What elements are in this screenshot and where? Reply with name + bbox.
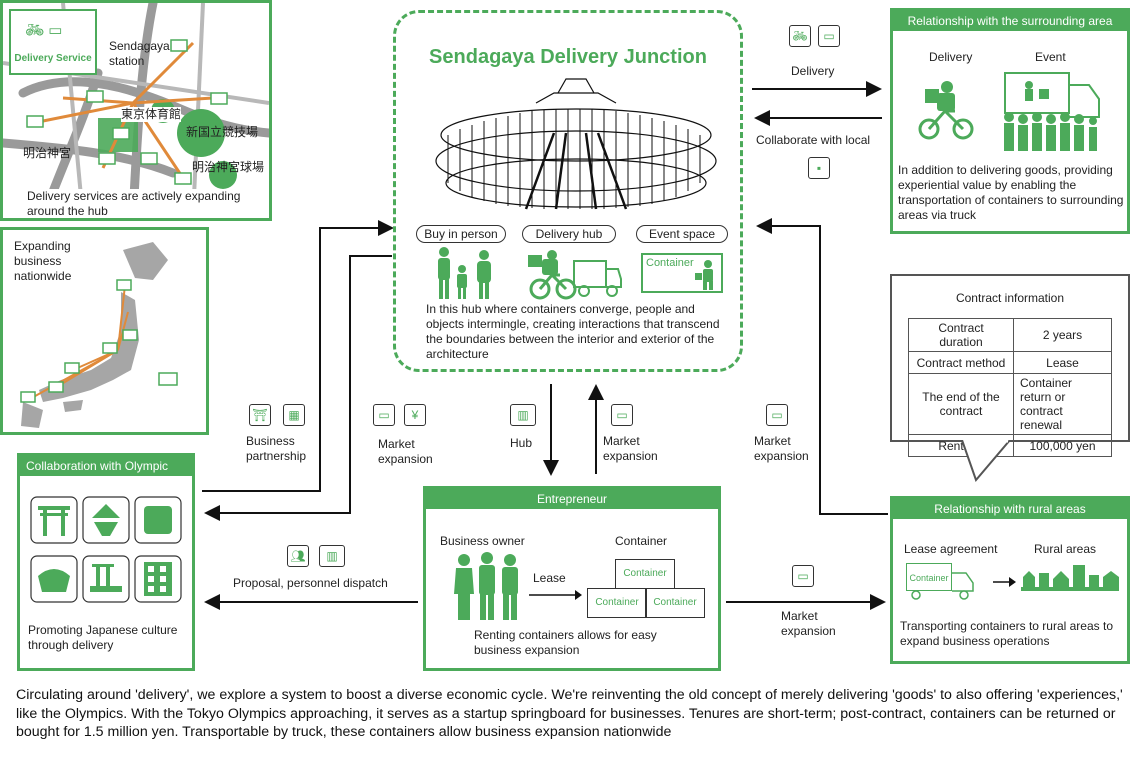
container-label: Container bbox=[615, 534, 668, 548]
contract-value: Container return or contract renewal bbox=[1013, 373, 1112, 435]
torii-icon-partnership: ⛩︎ bbox=[249, 404, 271, 426]
rural-truck-graphic: Container bbox=[906, 563, 976, 601]
people-icon bbox=[438, 247, 491, 299]
lease-agreement-label: Lease agreement bbox=[904, 542, 998, 556]
person-box-icon: ▪ bbox=[808, 157, 830, 179]
culture-icons-grid bbox=[30, 496, 182, 603]
building-drawing bbox=[435, 78, 717, 210]
delivery-bike-icon bbox=[918, 81, 974, 140]
rural-areas-label: Rural areas bbox=[1034, 542, 1097, 556]
entrepreneur-caption: Renting containers allows for easy busin… bbox=[474, 628, 657, 657]
event-container-tag: Container bbox=[646, 257, 694, 269]
olympic-header: Collaboration with Olympic bbox=[20, 456, 192, 476]
olympic-caption: Promoting Japanese culture through deliv… bbox=[28, 623, 178, 652]
olympic-panel: Collaboration with Olympic Promoting Jap… bbox=[17, 453, 195, 671]
stadium-label: 新国立競技場 bbox=[186, 125, 259, 139]
lease-label: Lease bbox=[533, 571, 566, 585]
truck-icon-market-right: ▭ bbox=[766, 404, 788, 426]
baseball-label: 明治神宮球場 bbox=[192, 160, 265, 174]
bike-truck-hub-icon bbox=[528, 250, 622, 300]
surrounding-header: Relationship with the surrounding area bbox=[893, 11, 1127, 31]
truck-icon-market-bottom: ▭ bbox=[792, 565, 814, 587]
bike-truck-icon: 🚲︎ ▭ bbox=[25, 22, 63, 39]
label-delivery: Delivery bbox=[791, 64, 835, 78]
tokyo-gym-label: 東京体育館 bbox=[121, 107, 182, 122]
contract-key: Contract duration bbox=[908, 318, 1014, 352]
event-person-icon bbox=[695, 260, 713, 290]
business-owner-label: Business owner bbox=[440, 534, 525, 548]
event-space-graphic: Container bbox=[641, 253, 723, 293]
arrow-market-expansion-rural bbox=[756, 218, 888, 515]
yen-icon: ¥ bbox=[404, 404, 426, 426]
truck-icon bbox=[911, 572, 974, 600]
container-icon-hub: ▥ bbox=[510, 404, 536, 426]
contract-bubble-tail bbox=[961, 440, 1011, 482]
rural-arrow bbox=[993, 577, 1016, 587]
japan-map-graphic bbox=[20, 242, 178, 428]
label-market-expansion-left: Market expansion bbox=[378, 437, 433, 466]
bike-icon-delivery: 🚲︎ bbox=[789, 25, 811, 47]
label-collaborate: Collaborate with local bbox=[756, 133, 871, 147]
container-box-top: Container bbox=[615, 559, 675, 589]
contract-value: 100,000 yen bbox=[1013, 434, 1112, 457]
station-label: Sendagaya station bbox=[109, 39, 170, 68]
surrounding-panel: Relationship with the surrounding area D… bbox=[890, 8, 1130, 234]
junction-description: In this hub where containers converge, p… bbox=[426, 302, 720, 361]
delivery-service-badge: 🚲︎ ▭ Delivery Service bbox=[9, 9, 97, 75]
contract-value: 2 years bbox=[1013, 318, 1112, 352]
truck-icon-delivery: ▭ bbox=[818, 25, 840, 47]
arrow-market-expansion-olympic bbox=[204, 255, 392, 521]
map-panel: 🚲︎ ▭ Delivery Service Sendagaya station … bbox=[0, 0, 272, 221]
footer-description: Circulating around 'delivery', we explor… bbox=[16, 687, 1123, 740]
meiji-label: 明治神宮 bbox=[23, 146, 72, 160]
pill-delivery-hub: Delivery hub bbox=[522, 225, 616, 243]
contract-title: Contract information bbox=[955, 291, 1065, 305]
arrow-business-partnership bbox=[202, 220, 394, 492]
entrepreneur-panel: Entrepreneur Business owner Container Le… bbox=[423, 486, 721, 671]
container-box-right: Container bbox=[645, 588, 705, 618]
truck-icon-market-up: ▭ bbox=[611, 404, 633, 426]
contract-value: Lease bbox=[1013, 351, 1112, 374]
truck-icon-market: ▭ bbox=[373, 404, 395, 426]
contract-key: Contract method bbox=[908, 351, 1014, 374]
surrounding-label-event: Event bbox=[1035, 50, 1066, 64]
label-market-expansion-up: Market expansion bbox=[603, 434, 658, 463]
label-business-partnership: Business partnership bbox=[246, 434, 307, 463]
junction-panel: Sendagaya Delivery Junction Buy in p bbox=[393, 10, 743, 372]
container-box-left: Container bbox=[587, 588, 647, 618]
label-market-expansion-bottom: Market expansion bbox=[781, 609, 836, 638]
rural-town-icon bbox=[1021, 565, 1119, 591]
rural-header: Relationship with rural areas bbox=[893, 499, 1127, 519]
building-icon-partnership: ▦ bbox=[283, 404, 305, 426]
business-owners-icon bbox=[454, 552, 518, 620]
rural-panel: Relationship with rural areas Lease agre… bbox=[890, 496, 1130, 664]
container-icon-proposal: ▥ bbox=[319, 545, 345, 567]
rural-caption: Transporting containers to rural areas t… bbox=[900, 619, 1113, 648]
map-caption: Delivery services are actively expanding… bbox=[27, 189, 255, 218]
junction-title: Sendagaya Delivery Junction bbox=[429, 46, 707, 68]
badge-label: Delivery Service bbox=[14, 53, 92, 64]
people-icon-proposal: 👥︎ bbox=[287, 545, 309, 567]
japan-caption: Expanding business nationwide bbox=[14, 239, 72, 283]
lease-arrow bbox=[529, 590, 582, 600]
label-market-expansion-right-top: Market expansion bbox=[754, 434, 809, 463]
label-hub: Hub bbox=[510, 436, 533, 450]
rural-truck-box: Container bbox=[906, 563, 952, 591]
contract-key: The end of the contract bbox=[908, 373, 1014, 435]
entrepreneur-header: Entrepreneur bbox=[426, 489, 718, 509]
japan-panel: Expanding business nationwide bbox=[0, 227, 209, 435]
surrounding-label-delivery: Delivery bbox=[929, 50, 973, 64]
surrounding-description: In addition to delivering goods, providi… bbox=[898, 163, 1124, 222]
label-proposal: Proposal, personnel dispatch bbox=[233, 576, 388, 590]
event-truck-crowd-icon bbox=[1004, 72, 1100, 151]
pill-event-space: Event space bbox=[636, 225, 728, 243]
pill-buy-in-person: Buy in person bbox=[416, 225, 506, 243]
